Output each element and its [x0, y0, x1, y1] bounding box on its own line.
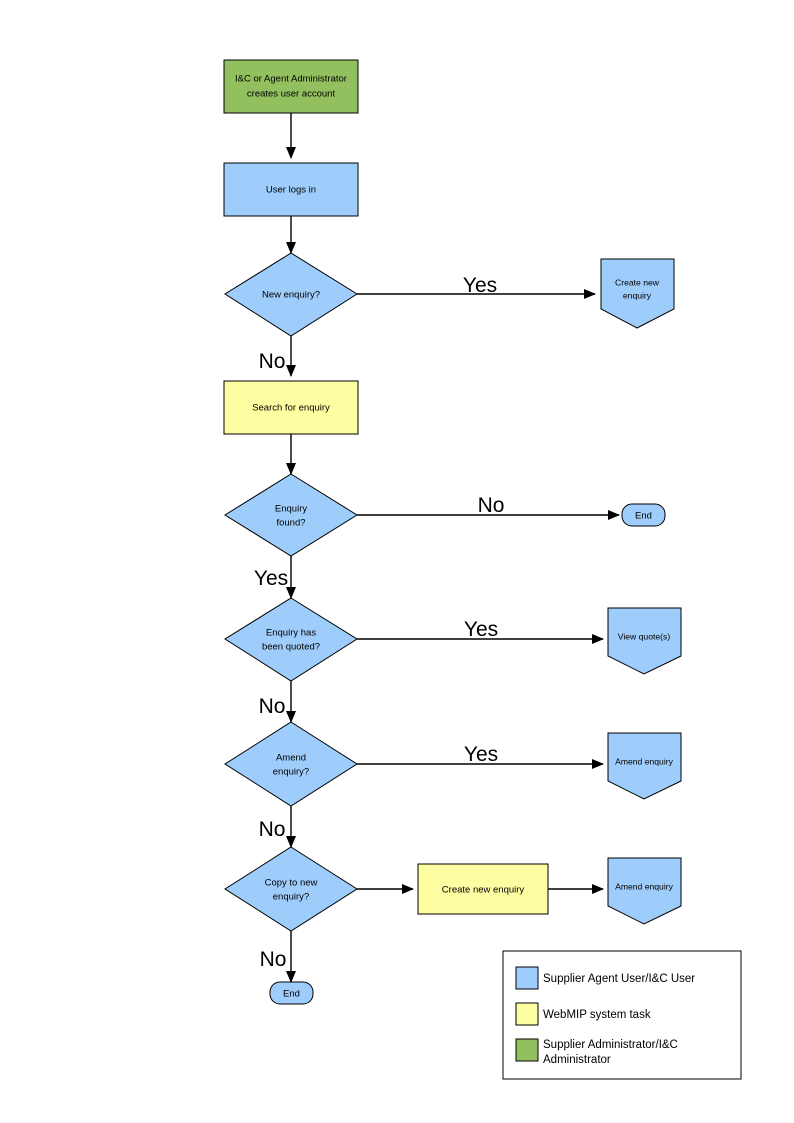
node-label-line1: Amend [276, 753, 306, 764]
edge-label-new-enquiry-yes: Yes [463, 274, 497, 297]
legend-label-user: Supplier Agent User/I&C User [543, 973, 695, 985]
node-label-line1: End [635, 511, 652, 522]
node-new-enquiry-decision[interactable]: New enquiry? [224, 252, 358, 337]
node-label-line1: Search for enquiry [252, 403, 330, 414]
node-label-line2: creates user account [247, 89, 336, 100]
edge-label-amend-enquiry-no: No [259, 818, 286, 841]
node-label-line1: New enquiry? [262, 290, 320, 301]
legend-box [502, 950, 742, 1080]
node-shape-decision [224, 252, 358, 337]
node-label-line2: been quoted? [262, 642, 320, 653]
node-shape-process [223, 162, 359, 217]
node-shape-pentagon-down [607, 857, 682, 925]
edge-label-copy-to-new-no: No [260, 948, 287, 971]
node-label-line1: Amend enquiry [615, 881, 674, 891]
edge-label-enquiry-quoted-yes: Yes [464, 618, 498, 641]
legend-swatch-user [515, 966, 539, 990]
node-user-logs-in[interactable]: User logs in [223, 162, 359, 217]
node-label-line1: Amend enquiry [615, 756, 674, 766]
node-label-line1: Create new enquiry [442, 885, 525, 896]
node-amend-enquiry-mid[interactable]: Amend enquiry [607, 732, 682, 800]
node-shape-decision [224, 721, 358, 807]
node-label-line1: Create new [615, 277, 660, 287]
node-label-line2: enquiry? [273, 892, 309, 903]
node-label-line1: Enquiry [275, 504, 307, 515]
node-view-quotes[interactable]: View quote(s) [607, 607, 682, 675]
edge-label-enquiry-quoted-no: No [259, 695, 286, 718]
node-shape-terminator [269, 981, 314, 1005]
node-label-line2: enquiry? [273, 767, 309, 778]
edge-label-enquiry-found-no: No [478, 494, 505, 517]
edges-layer [286, 113, 620, 983]
node-end-bottom[interactable]: End [269, 981, 314, 1005]
node-shape-pentagon-down [607, 732, 682, 800]
node-label-line1: Enquiry has [266, 628, 316, 639]
node-create-new-enquiry-top[interactable]: Create new enquiry [600, 258, 675, 329]
node-shape-process [223, 380, 359, 435]
node-shape-pentagon-down [600, 258, 675, 329]
node-copy-to-new-enquiry-decision[interactable]: Copy to new enquiry? [224, 846, 358, 932]
node-amend-enquiry-decision[interactable]: Amend enquiry? [224, 721, 358, 807]
legend-label-system: WebMIP system task [543, 1009, 651, 1021]
legend-label-admin-line2: Administrator [543, 1054, 611, 1066]
node-label-line2: enquiry [623, 290, 652, 300]
legend-label-admin-line1: Supplier Administrator/I&C [543, 1039, 678, 1051]
node-shape-decision [224, 473, 358, 557]
legend-swatch-admin [515, 1038, 539, 1062]
node-enquiry-found-decision[interactable]: Enquiry found? [224, 473, 358, 557]
node-label-line1: End [283, 989, 300, 1000]
node-amend-enquiry-bottom[interactable]: Amend enquiry [607, 857, 682, 925]
node-label-line2: found? [276, 518, 305, 529]
node-shape-decision [224, 597, 358, 682]
edge-label-amend-enquiry-yes: Yes [464, 743, 498, 766]
node-create-new-enquiry-bottom[interactable]: Create new enquiry [417, 863, 549, 915]
legend: Supplier Agent User/I&C User WebMIP syst… [502, 950, 742, 1080]
legend-swatch-system [515, 1002, 539, 1026]
node-shape-decision [224, 846, 358, 932]
node-label-line1: I&C or Agent Administrator [235, 74, 347, 85]
node-shape-pentagon-down [607, 607, 682, 675]
node-shape-terminator [621, 503, 666, 527]
node-shape-process [223, 59, 359, 114]
node-shape-process [417, 863, 549, 915]
edge-label-enquiry-found-yes: Yes [254, 567, 288, 590]
node-admin-create-account[interactable]: I&C or Agent Administrator creates user … [223, 59, 359, 114]
node-label-line1: View quote(s) [618, 631, 671, 641]
node-label-line1: User logs in [266, 185, 316, 196]
node-end-top[interactable]: End [621, 503, 666, 527]
edge-label-new-enquiry-no: No [259, 350, 286, 373]
node-label-line1: Copy to new [265, 878, 318, 889]
node-search-for-enquiry[interactable]: Search for enquiry [223, 380, 359, 435]
node-enquiry-quoted-decision[interactable]: Enquiry has been quoted? [224, 597, 358, 682]
edge-labels-layer: Yes No No Yes Yes No Yes No No [254, 274, 505, 971]
